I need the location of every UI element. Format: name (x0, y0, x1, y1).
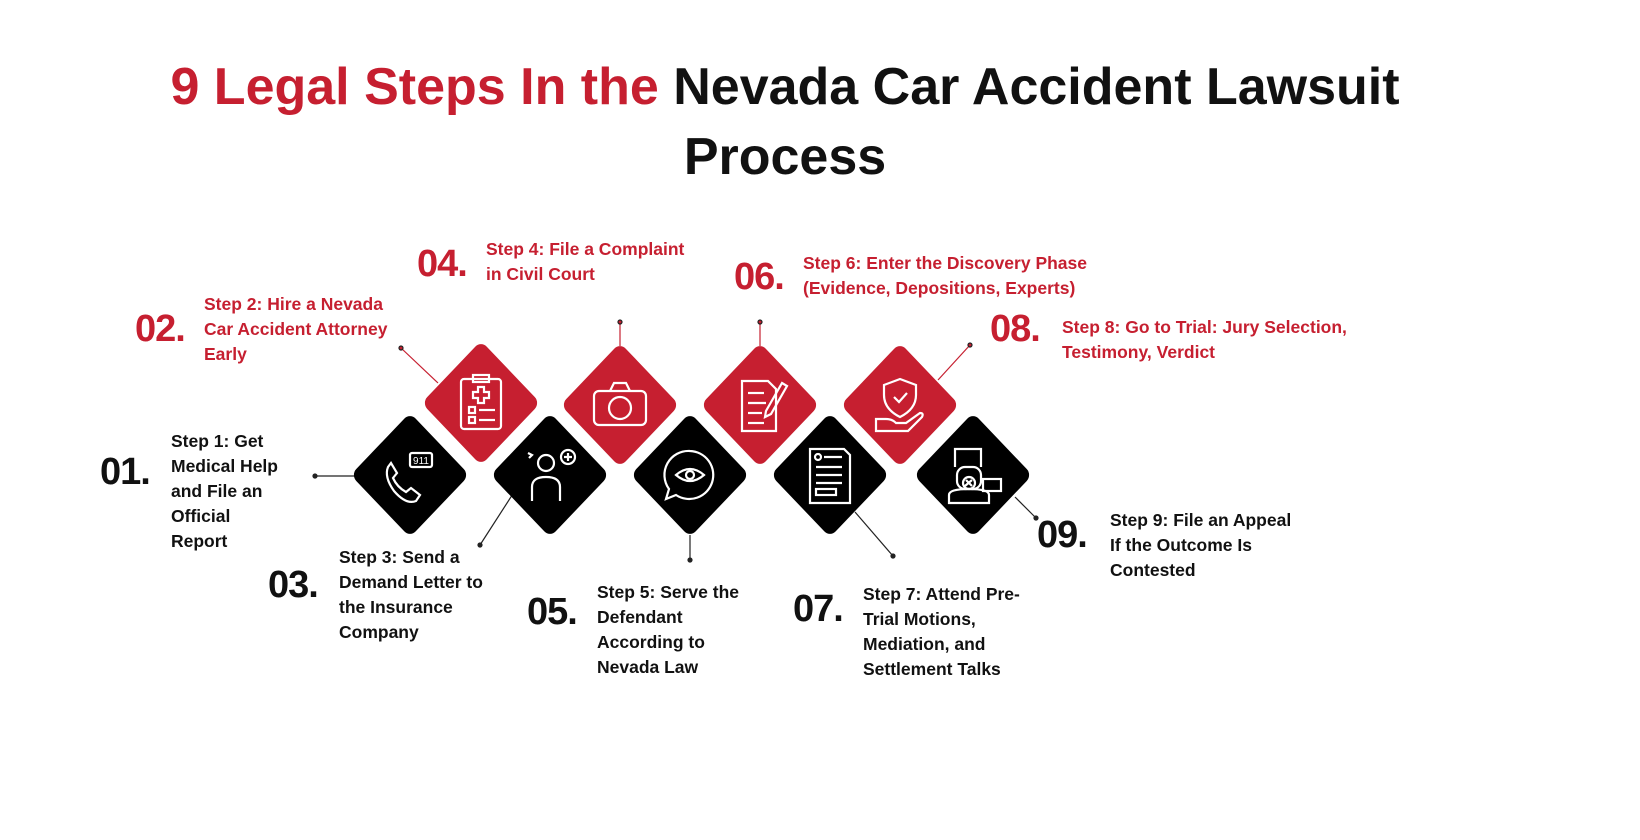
step-4-diamond (563, 346, 677, 464)
eye-speech-icon (663, 449, 715, 501)
step-6-diamond (703, 346, 817, 464)
title-black-part: Nevada Car Accident Lawsuit (673, 58, 1400, 116)
step-3-label: Step 3: Send a Demand Letter to the Insu… (339, 547, 483, 642)
step-9-number: 09. (1037, 514, 1088, 556)
svg-text:911: 911 (413, 456, 429, 467)
connector-lines (312, 319, 1039, 563)
clipboard-medical-icon (459, 373, 503, 431)
step-5-label: Step 5: Serve the Defendant According to… (597, 582, 739, 677)
step-1-diamond: 911 (353, 416, 467, 534)
step-4-label: Step 4: File a Complaint in Civil Court (486, 239, 685, 284)
document-list-icon (808, 447, 852, 505)
step-9-diamond (916, 416, 1030, 534)
step-8-label: Step 8: Go to Trial: Jury Selection, Tes… (1062, 317, 1347, 362)
diamond-shape (843, 346, 957, 464)
step-6-label: Step 6: Enter the Discovery Phase (Evide… (803, 253, 1087, 298)
step-9-label: Step 9: File an Appeal If the Outcome Is… (1110, 510, 1292, 580)
step-5-diamond (633, 416, 747, 534)
step-5-number: 05. (527, 591, 578, 633)
step-4-number: 04. (417, 243, 468, 285)
shield-hand-icon (874, 377, 924, 433)
step-1-number: 01. (100, 451, 151, 493)
step-3-diamond (493, 416, 607, 534)
step-2-label: Step 2: Hire a Nevada Car Accident Attor… (204, 294, 388, 364)
person-mask-icon (947, 447, 1003, 505)
step-3-number: 03. (268, 564, 319, 606)
step-2-number: 02. (135, 308, 186, 350)
injured-person-icon (527, 448, 577, 501)
diamond-shape (703, 346, 817, 464)
step-8-diamond (843, 346, 957, 464)
diamond-shape (633, 416, 747, 534)
step-6-number: 06. (734, 256, 785, 298)
diamond-shape (353, 416, 467, 534)
title-red-part: 9 Legal Steps In the (170, 58, 659, 116)
diamond-shape (563, 346, 677, 464)
document-pen-icon (740, 379, 789, 433)
diamond-shape (916, 416, 1030, 534)
step-7-number: 07. (793, 588, 844, 630)
phone-911-icon: 911 (385, 451, 434, 503)
step-2-diamond (424, 344, 538, 462)
step-7-diamond (773, 416, 887, 534)
diamond-shape (493, 416, 607, 534)
title-line-2: Process (683, 128, 887, 186)
title-line-1: 9 Legal Steps In the Nevada Car Accident… (0, 57, 1570, 117)
camera-icon (592, 381, 648, 427)
step-8-number: 08. (990, 308, 1041, 350)
step-7-label: Step 7: Attend Pre- Trial Motions, Media… (863, 584, 1020, 679)
step-1-label: Step 1: Get Medical Help and File an Off… (171, 431, 278, 551)
